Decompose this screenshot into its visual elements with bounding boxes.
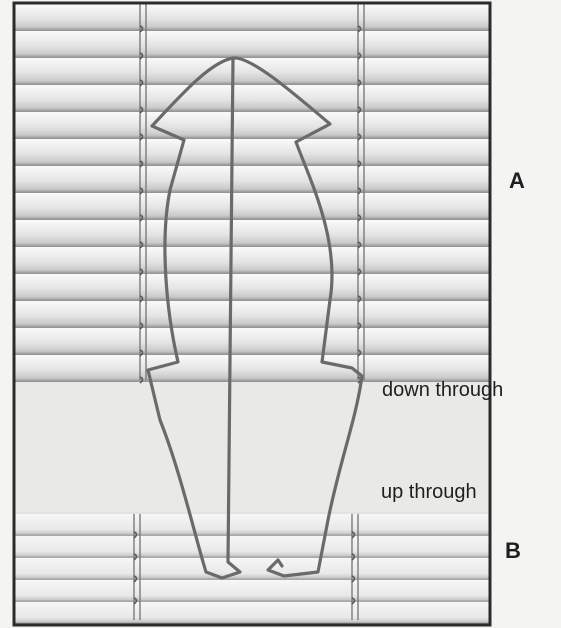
slat	[14, 4, 490, 31]
slat	[14, 85, 490, 112]
label-up-through: up through	[381, 481, 477, 504]
slat	[14, 220, 490, 247]
slat	[14, 58, 490, 85]
slat	[14, 166, 490, 193]
slats-upper	[14, 4, 490, 382]
slat	[14, 247, 490, 274]
slat	[14, 580, 490, 602]
slats-lower	[14, 514, 490, 624]
slat	[14, 602, 490, 624]
slat	[14, 193, 490, 220]
slat	[14, 514, 490, 536]
slat	[14, 328, 490, 355]
slat	[14, 355, 490, 382]
slat	[14, 536, 490, 558]
slat	[14, 301, 490, 328]
label-a: A	[509, 168, 525, 194]
slat	[14, 139, 490, 166]
slat	[14, 274, 490, 301]
label-b: B	[505, 538, 521, 564]
label-down-through: down through	[382, 379, 503, 402]
slat	[14, 558, 490, 580]
slat	[14, 31, 490, 58]
slat	[14, 112, 490, 139]
